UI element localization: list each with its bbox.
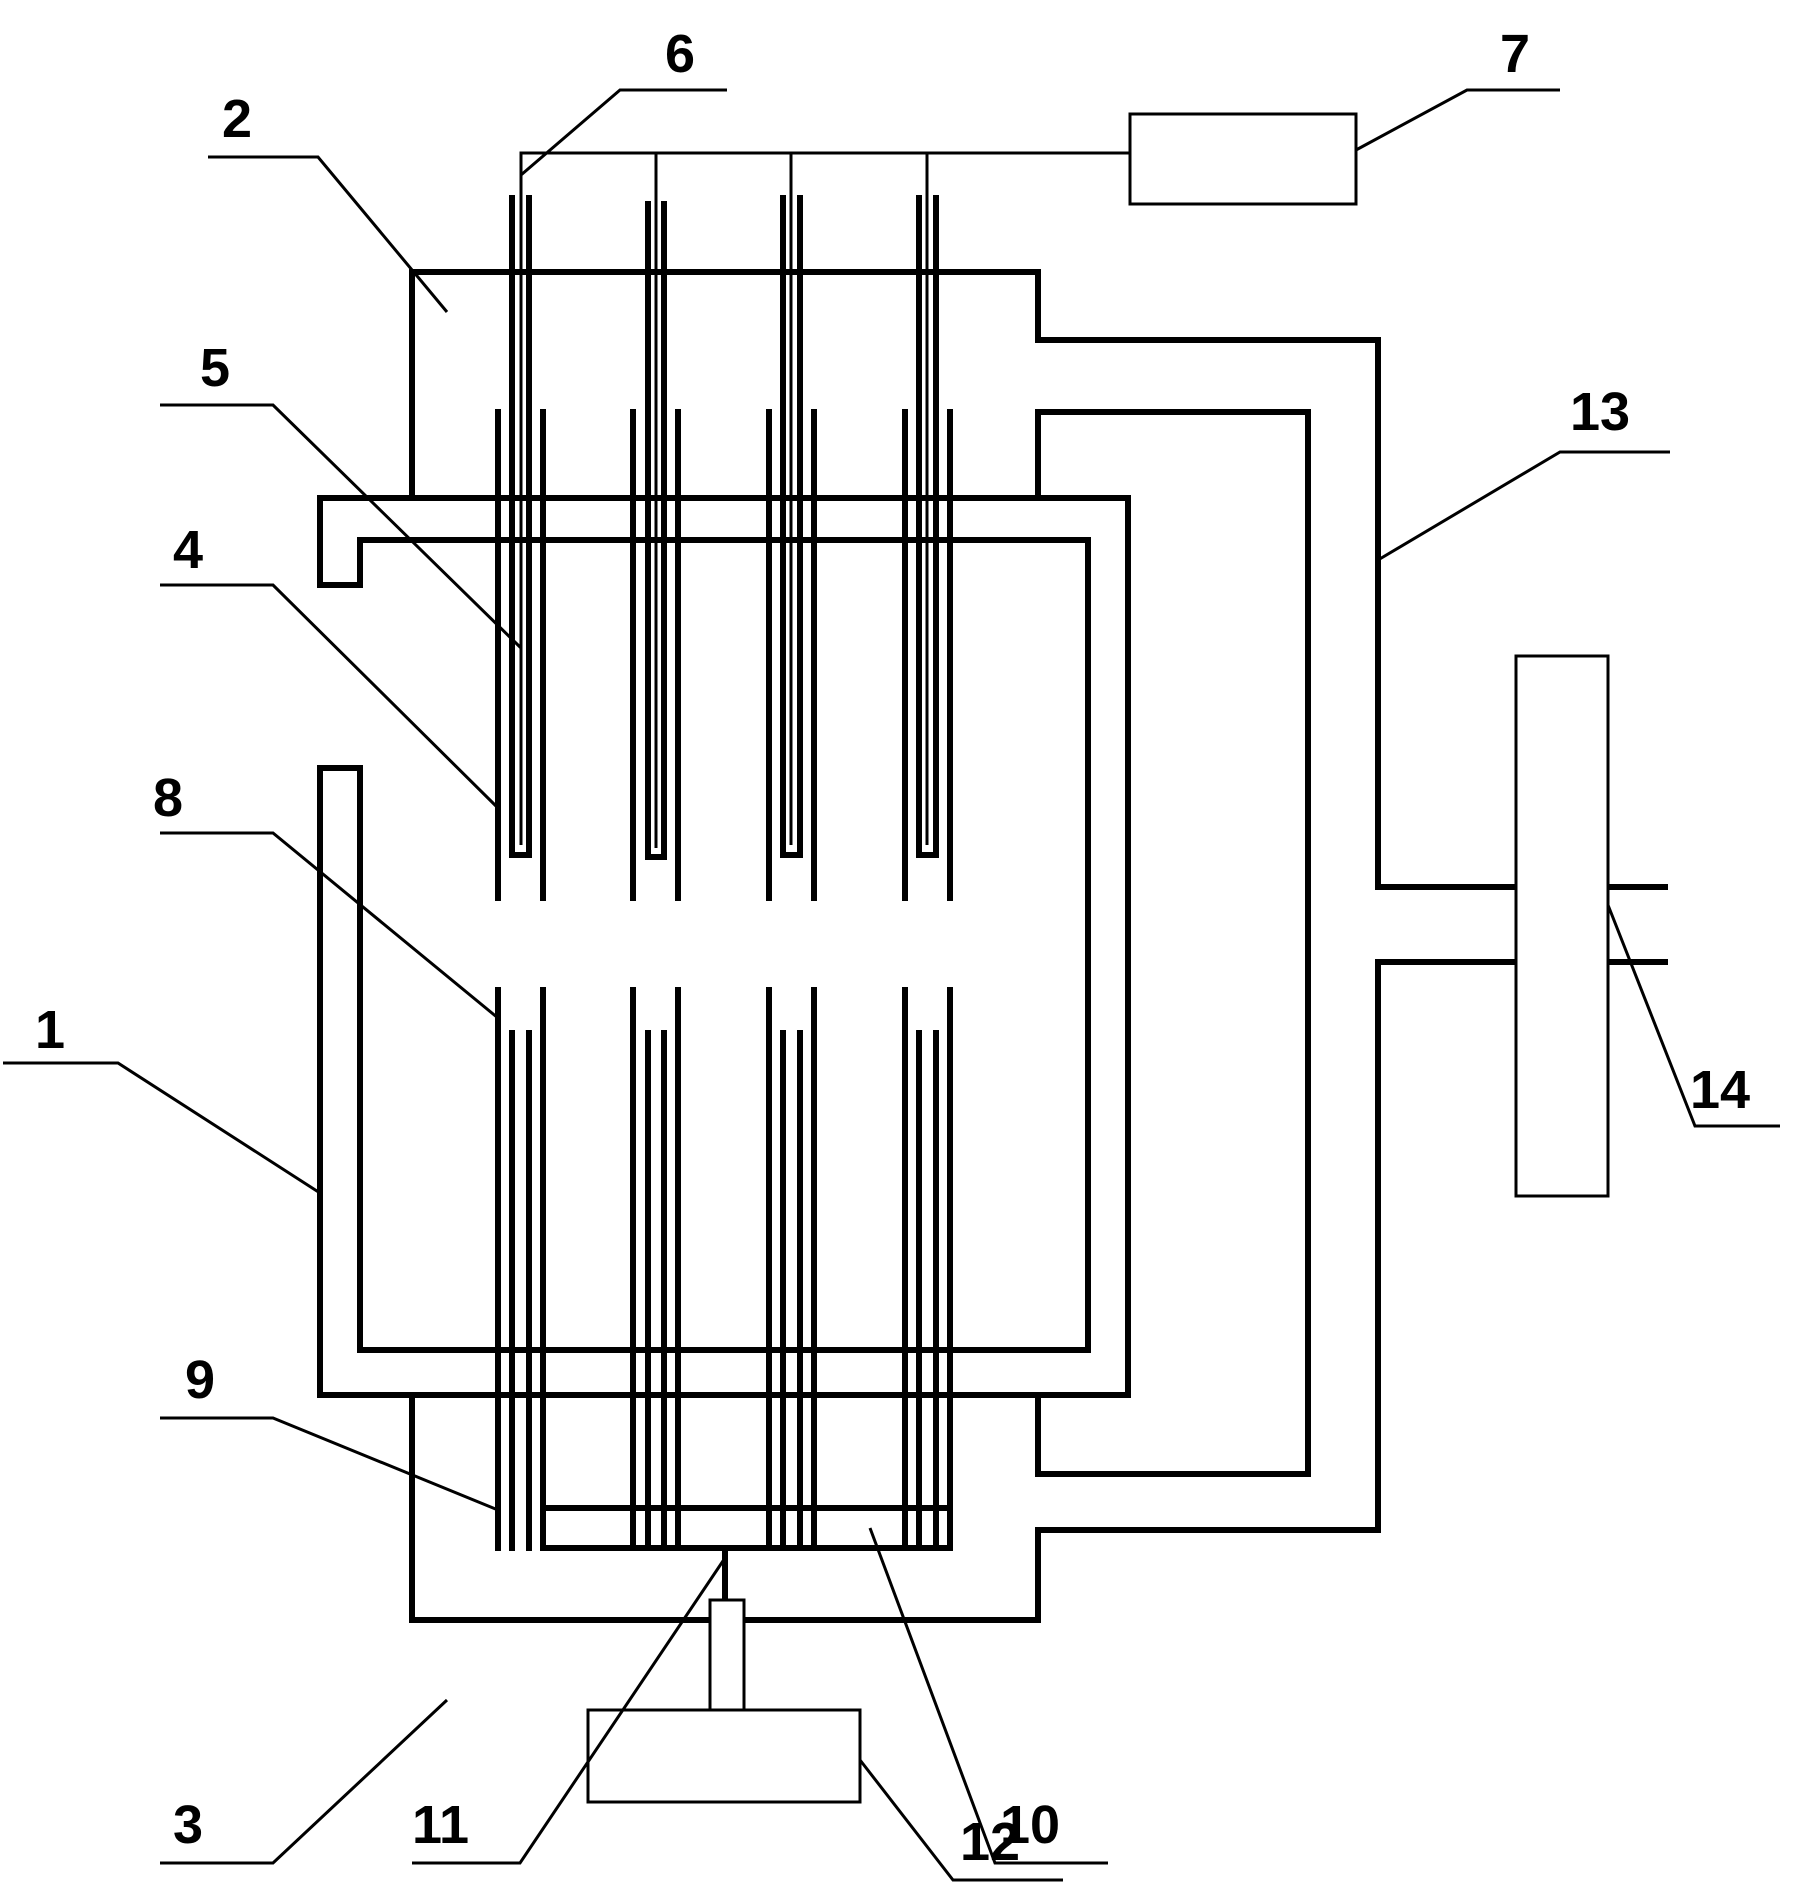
lower-chamber [409, 959, 1668, 1623]
label-14: 14 [1690, 1060, 1750, 1120]
upper-chamber [409, 269, 1668, 1477]
label-12: 12 [960, 1812, 1020, 1872]
leader-lines [3, 88, 1780, 1882]
control-unit-box [1128, 112, 1358, 206]
actuator [586, 1598, 862, 1804]
pump-unit-box [1514, 654, 1610, 1198]
support-plate [540, 1505, 953, 1551]
label-1: 1 [35, 1000, 65, 1060]
label-9: 9 [185, 1350, 215, 1410]
label-10: 10 [1000, 1795, 1060, 1855]
label-3: 3 [173, 1795, 203, 1855]
label-11: 11 [412, 1795, 469, 1855]
label-5: 5 [200, 338, 230, 398]
label-6: 6 [665, 24, 695, 84]
inner-rods [509, 1030, 939, 1551]
upper-tubes [495, 409, 953, 901]
probes [509, 195, 939, 860]
label-8: 8 [153, 768, 183, 828]
signal-wiring [519, 151, 1130, 204]
lower-tubes [495, 987, 953, 1551]
jacket-vessel [317, 495, 1131, 1398]
label-4: 4 [173, 520, 203, 580]
label-2: 2 [222, 89, 252, 149]
label-7: 7 [1500, 24, 1530, 84]
callout-labels: 1 2 3 4 5 6 7 8 9 10 11 12 13 14 [35, 24, 1750, 1872]
label-13: 13 [1570, 382, 1630, 442]
